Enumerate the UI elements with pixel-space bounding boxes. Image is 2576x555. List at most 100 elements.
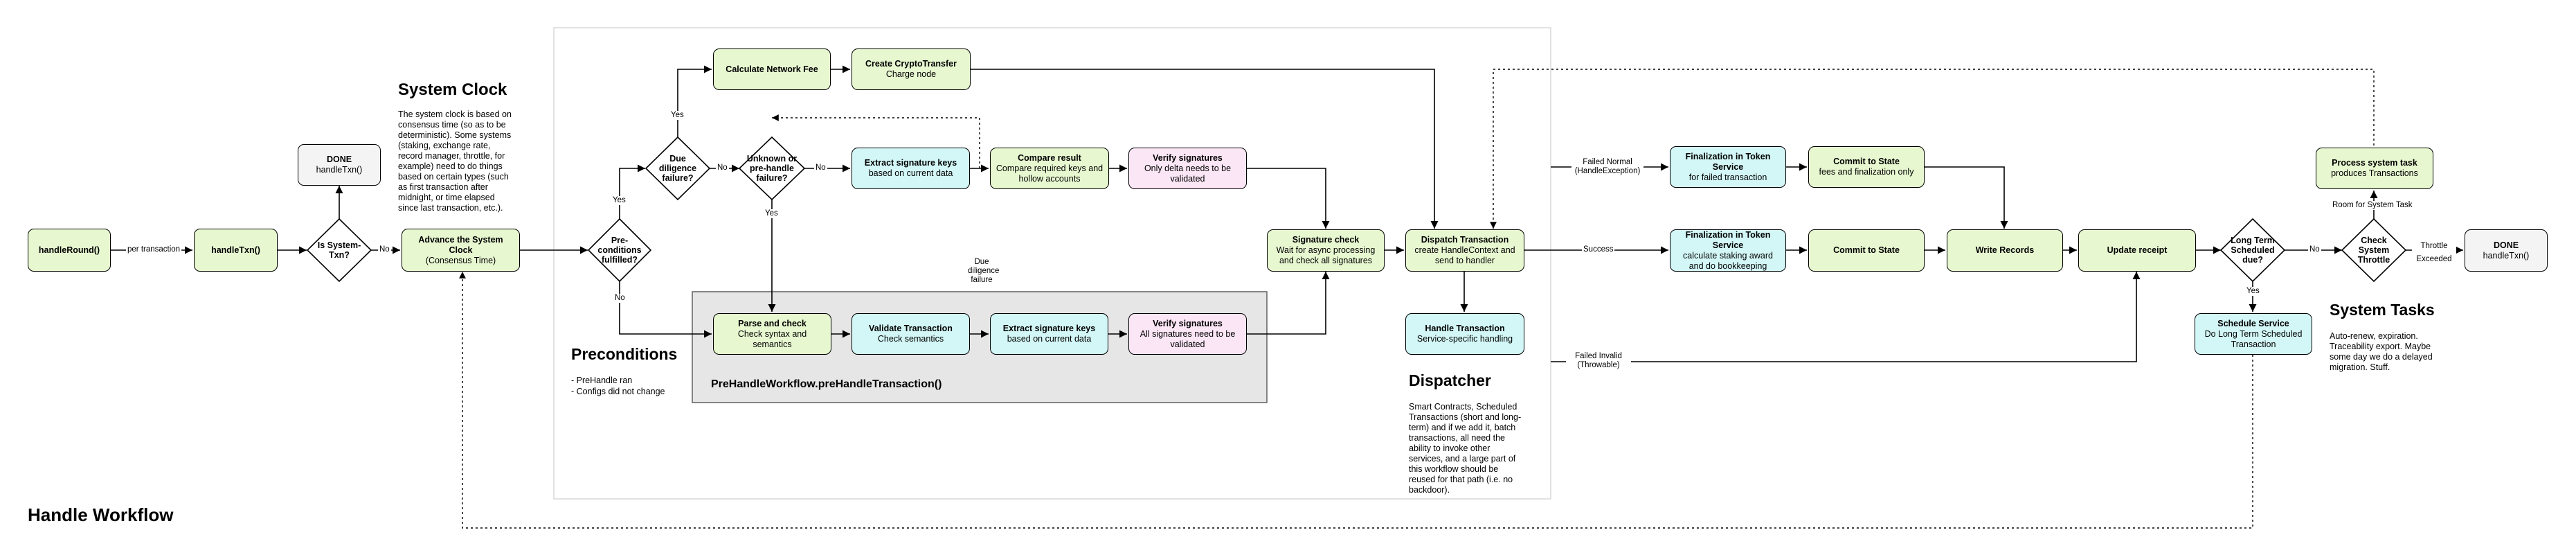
node-subtitle: fees and finalization only — [1819, 167, 1914, 177]
node-subtitle: Check syntax and semantics — [737, 328, 807, 349]
edge-crypto-to-dispatch — [971, 69, 1439, 229]
edge-label-per-transaction: per transaction — [126, 245, 182, 254]
node-done-right: DONE handleTxn() — [2465, 229, 2548, 272]
node-title: Finalization in Token Service — [1685, 229, 1771, 250]
dispatcher-description: Smart Contracts, Scheduled Transactions … — [1409, 402, 1522, 495]
node-compare-result: Compare result Compare required keys and… — [990, 148, 1109, 189]
decision-due-diligence-label: Due diligence failure? — [658, 154, 697, 183]
edge-label-failed-normal: Failed Normal (HandleException) — [1571, 158, 1643, 176]
node-title: handleRound() — [38, 245, 100, 255]
diamond-check-throttle — [2341, 218, 2407, 283]
node-commit-state: Commit to State — [1808, 229, 1925, 272]
system-clock-description: The system clock is based on consensus t… — [398, 109, 512, 213]
node-title: Signature check — [1292, 235, 1360, 245]
node-parse-check: Parse and check Check syntax and semanti… — [713, 313, 831, 355]
node-title: DONE — [2493, 240, 2519, 250]
preconditions-title: Preconditions — [571, 345, 678, 363]
node-title: Validate Transaction — [869, 324, 953, 333]
node-title: Advance the System Clock — [418, 234, 503, 255]
handle-workflow-title: Handle Workflow — [28, 504, 174, 525]
node-subtitle: Service-specific handling — [1416, 334, 1513, 344]
preconditions-item-configs: - Configs did not change — [571, 387, 665, 396]
main-region-frame — [553, 27, 1551, 500]
node-subtitle: Wait for async processing and check all … — [1276, 245, 1376, 265]
node-handle-txn: handleTxn() — [194, 229, 278, 272]
diamond-due-diligence — [645, 136, 711, 201]
node-subtitle: create HandleContext and send to handler — [1414, 245, 1515, 265]
node-subtitle: (Consensus Time) — [425, 255, 496, 265]
node-calc-fee: Calculate Network Fee — [713, 49, 831, 90]
decision-long-term-label: Long Term Scheduled due? — [2231, 236, 2275, 265]
diamond-unknown-prehandle — [738, 136, 806, 201]
edge-label-unknown-no: No — [814, 164, 827, 173]
edge-failed-invalid — [1551, 272, 2141, 362]
node-subtitle: Do Long Term Scheduled Transaction — [2204, 328, 2303, 349]
diamond-long-term — [2219, 218, 2286, 283]
system-tasks-description: Auto-renew, expiration. Traceability exp… — [2330, 331, 2433, 372]
edge-label-pre-yes: Yes — [611, 196, 627, 205]
edge-label-longterm-no: No — [2308, 245, 2321, 254]
node-title: Dispatch Transaction — [1421, 235, 1509, 245]
node-subtitle: Charge node — [885, 69, 937, 79]
node-update-receipt: Update receipt — [2078, 229, 2196, 272]
node-commit-fees: Commit to State fees and finalization on… — [1808, 146, 1925, 188]
node-title: Finalization in Token Service — [1685, 151, 1771, 172]
node-title: Update receipt — [2107, 245, 2168, 255]
node-title: Schedule Service — [2217, 318, 2289, 328]
node-final-success: Finalization in Token Service calculate … — [1670, 229, 1786, 272]
decision-preconditions-label: Pre-conditions fulfilled? — [597, 236, 642, 265]
node-advance-clock: Advance the System Clock (Consensus Time… — [402, 229, 520, 272]
node-subtitle: Compare required keys and hollow account… — [996, 163, 1104, 184]
node-title: Extract signature keys — [1002, 324, 1096, 333]
edge-verify-top-to-sig — [1247, 168, 1330, 229]
system-tasks-title: System Tasks — [2330, 301, 2435, 319]
edge-label-throttle-exceeded: Throttle Exceeded — [2412, 240, 2456, 266]
node-verify-bottom: Verify signatures All signatures need to… — [1128, 313, 1247, 355]
dispatcher-title: Dispatcher — [1409, 371, 1491, 389]
node-subtitle: handleTxn() — [2483, 250, 2530, 261]
node-subtitle: produces Transactions — [2331, 168, 2418, 178]
node-create-crypto: Create CryptoTransfer Charge node — [852, 49, 971, 90]
node-extract-keys-top: Extract signature keys based on current … — [852, 148, 970, 189]
node-subtitle: Check semantics — [877, 334, 944, 344]
edge-label-due-no: No — [716, 164, 729, 173]
node-verify-top: Verify signatures Only delta needs to be… — [1128, 148, 1247, 189]
edge-label-room-for-system-task: Room for System Task — [2331, 201, 2414, 210]
edge-label-success: Success — [1582, 245, 1615, 254]
node-write-records: Write Records — [1947, 229, 2063, 272]
edge-dotted-system-task-loop — [1490, 69, 2375, 229]
edge-label-failed-invalid: Failed Invalid (Throwable) — [1566, 352, 1631, 370]
edge-dotted-due-diligence — [772, 114, 980, 168]
node-title: Compare result — [1018, 152, 1081, 163]
node-title: Commit to State — [1833, 157, 1900, 166]
system-clock-title: System Clock — [398, 80, 507, 99]
node-process-system-task: Process system task produces Transaction… — [2316, 148, 2433, 189]
edge-label-due-yes: Yes — [669, 111, 685, 120]
node-subtitle: All signatures need to be validated — [1140, 328, 1236, 349]
node-subtitle: calculate staking award and do bookkeepi… — [1683, 250, 1773, 271]
node-title: Parse and check — [738, 318, 807, 328]
edge-label-system-no: No — [378, 245, 391, 254]
node-title: Verify signatures — [1153, 318, 1223, 328]
diamond-preconditions — [587, 218, 652, 283]
node-title: Write Records — [1975, 245, 2035, 255]
node-title: Process system task — [2332, 158, 2417, 168]
node-final-failed: Finalization in Token Service for failed… — [1670, 146, 1786, 188]
node-subtitle: based on current data — [868, 168, 953, 178]
decision-is-system-txn-label: Is System-Txn? — [317, 240, 361, 260]
node-title: Calculate Network Fee — [726, 64, 818, 74]
node-signature-check: Signature check Wait for async processin… — [1267, 229, 1385, 272]
node-subtitle: handleTxn() — [316, 165, 363, 175]
decision-unknown-prehandle-label: Unknown or pre-handle failure? — [746, 154, 798, 183]
edge-verify-bottom-to-sig — [1247, 272, 1330, 335]
diamond-is-system-txn — [306, 218, 372, 283]
edge-label-due-diligence-failure: Due diligence failure — [966, 258, 1000, 285]
node-dispatch: Dispatch Transaction create HandleContex… — [1405, 229, 1524, 272]
edge-label-longterm-yes: Yes — [2245, 287, 2261, 296]
node-extract-keys-bottom: Extract signature keys based on current … — [990, 313, 1108, 355]
node-done-top: DONE handleTxn() — [298, 144, 381, 186]
node-handle-round: handleRound() — [28, 229, 111, 272]
edge-commit-fees-to-records — [1925, 166, 2008, 229]
